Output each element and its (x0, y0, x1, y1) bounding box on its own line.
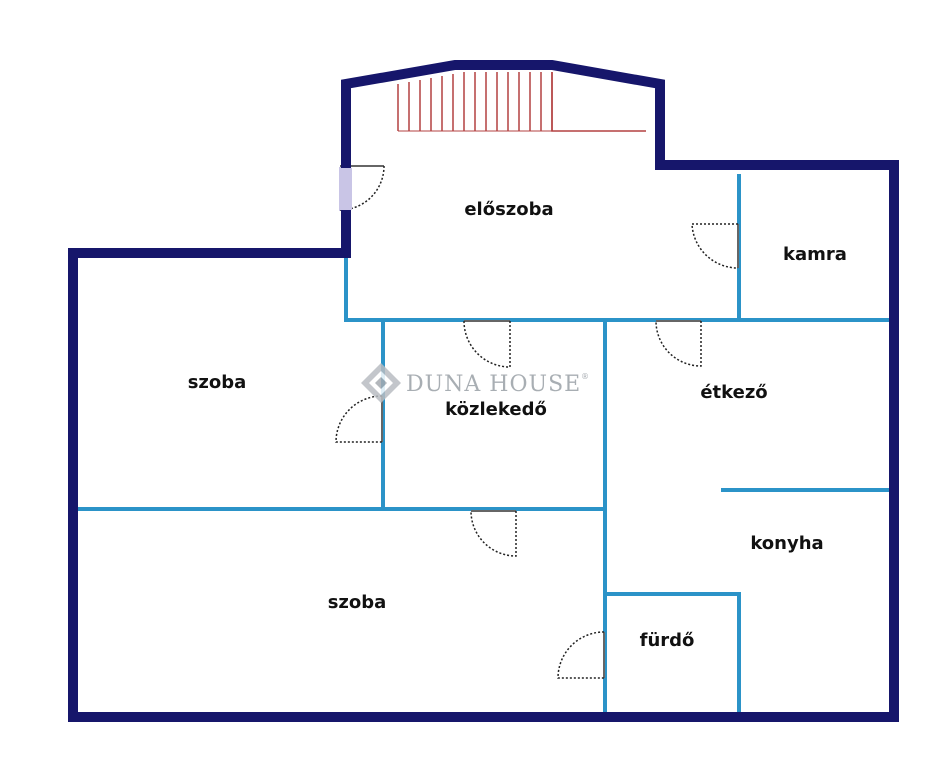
staircase (397, 72, 646, 132)
door-kozlekedo-top (463, 320, 511, 368)
room-label-szoba-1: szoba (188, 372, 247, 393)
doors (335, 165, 739, 679)
entrance-opening (340, 168, 352, 210)
room-label-furdo: fürdő (640, 630, 695, 651)
room-label-kozlekedo: közlekedő (445, 399, 547, 420)
room-label-kamra: kamra (783, 244, 847, 265)
room-label-szoba-2: szoba (328, 592, 387, 613)
watermark-text: DUNA HOUSE (406, 372, 581, 397)
door-szoba-2 (470, 510, 517, 557)
watermark-registered-mark: ® (581, 372, 589, 381)
door-etkezo (655, 320, 702, 367)
door-szoba-1 (335, 395, 383, 443)
room-label-etkezo: étkező (700, 382, 767, 403)
room-label-konyha: konyha (750, 533, 823, 554)
duna-house-diamond-logo (361, 363, 401, 403)
outer-walls (68, 60, 899, 722)
room-label-eloszoba: előszoba (464, 199, 553, 220)
watermark: DUNA HOUSE ® (361, 363, 589, 403)
door-furdo (557, 631, 605, 679)
door-kamra (691, 223, 739, 269)
room-labels: előszoba kamra szoba közlekedő étkező ko… (188, 199, 847, 651)
